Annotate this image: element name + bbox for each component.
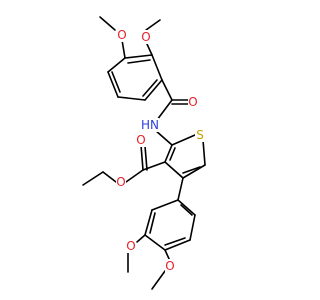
atom-label-background <box>126 239 136 253</box>
atom-label-o-meo-top: O <box>117 28 126 42</box>
atom-label-s-thio: S <box>196 128 204 142</box>
atom-label-n-amide: HN <box>141 118 159 132</box>
bond <box>177 177 184 201</box>
bond <box>144 234 166 251</box>
bond-lines <box>82 16 206 290</box>
atom-label-o-ester-carbonyl: O <box>136 133 145 147</box>
atom-label-o-meo-top2: O <box>141 30 150 44</box>
bond <box>202 139 206 166</box>
bond <box>164 237 186 246</box>
atom-label-background <box>165 259 175 273</box>
atom-label-background <box>117 28 127 42</box>
atom-label-background <box>195 128 205 142</box>
bond <box>145 19 161 31</box>
bond <box>82 171 104 186</box>
bond <box>151 54 163 81</box>
bond <box>164 239 191 251</box>
bond <box>140 144 144 171</box>
bond <box>164 161 184 179</box>
bond <box>177 199 196 216</box>
atom-label-o-amide: O <box>188 95 197 109</box>
atom-label-background <box>136 133 146 147</box>
atom-label-background <box>141 118 159 132</box>
bond <box>154 129 173 146</box>
atom-label-o-meo-bot1: O <box>126 239 135 253</box>
bond <box>164 144 173 163</box>
bond <box>161 79 173 101</box>
bond <box>151 199 179 211</box>
atom-label-o-meo-bot2: O <box>165 259 174 273</box>
bond <box>136 234 146 243</box>
bond <box>142 79 158 97</box>
bond <box>117 96 146 101</box>
bond <box>182 166 201 174</box>
bond <box>146 43 153 56</box>
bond <box>124 54 153 59</box>
bond <box>121 39 126 59</box>
atom-label-background <box>141 30 151 44</box>
bond <box>111 71 121 93</box>
bond <box>99 16 116 31</box>
atom-label-background <box>188 95 198 109</box>
bond <box>144 145 148 171</box>
bond <box>151 270 166 290</box>
bond <box>171 134 196 146</box>
bond <box>182 164 206 179</box>
bond <box>102 171 117 183</box>
bond <box>144 209 153 236</box>
bond <box>107 57 126 73</box>
bond <box>144 79 163 101</box>
bond <box>156 99 173 121</box>
bond <box>127 59 151 64</box>
bond <box>189 214 196 241</box>
bond <box>169 147 176 161</box>
bond <box>180 204 193 216</box>
atom-label-o-ester: O <box>116 175 125 189</box>
atom-label-background <box>116 175 126 189</box>
bond <box>125 169 144 183</box>
bond <box>107 71 119 98</box>
bond <box>149 212 156 234</box>
